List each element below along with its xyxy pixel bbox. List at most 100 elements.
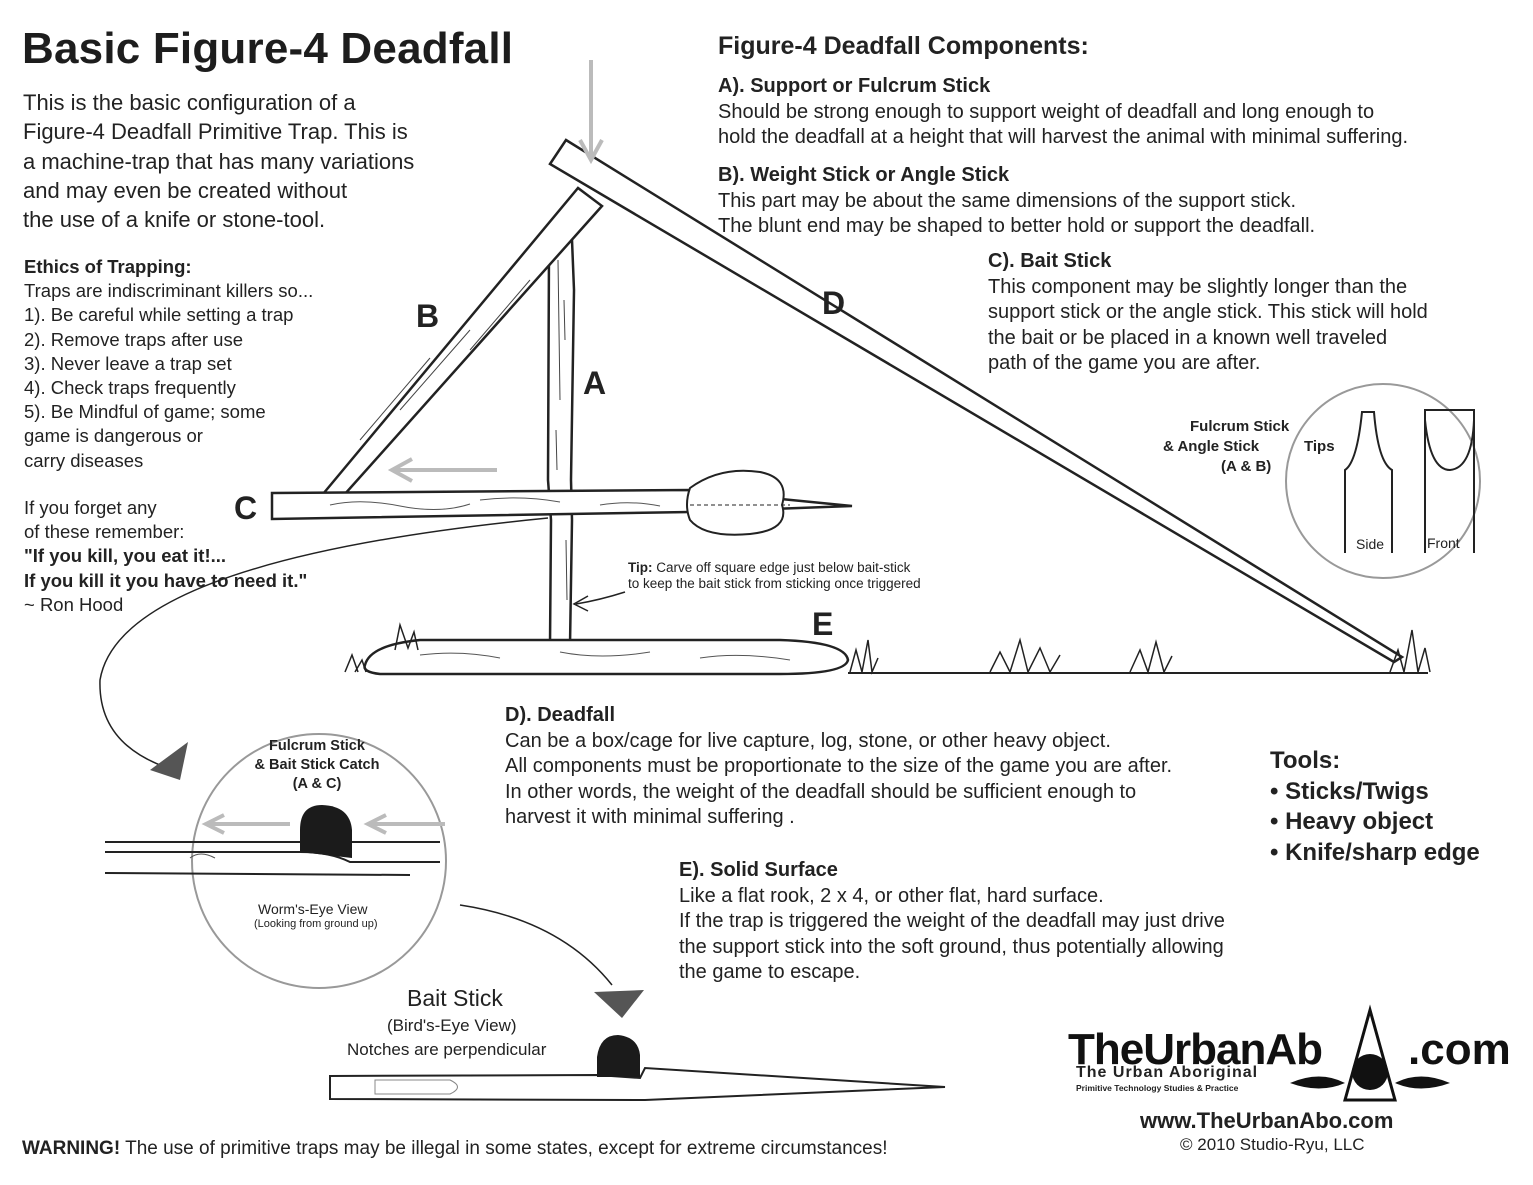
catch-circle bbox=[191, 733, 447, 989]
left-arrow-icon bbox=[387, 457, 497, 483]
intro-paragraph: This is the basic configuration of a Fig… bbox=[23, 88, 473, 234]
tools-section: Tools: • Sticks/Twigs • Heavy object • K… bbox=[1270, 746, 1480, 868]
intro-line: and may even be created without bbox=[23, 177, 348, 203]
tip-arrow-icon bbox=[575, 591, 626, 605]
bait-stick-view: (Bird's-Eye View) bbox=[387, 1016, 517, 1035]
tools-title: Tools: bbox=[1270, 747, 1341, 774]
website-url: www.TheUrbanAbo.com bbox=[1140, 1108, 1394, 1133]
arrow-head-icon-2 bbox=[594, 990, 644, 1018]
tools-item: • Heavy object bbox=[1270, 808, 1434, 835]
bait-notch-icon bbox=[597, 1035, 640, 1077]
bait-stick-note: Notches are perpendicular bbox=[347, 1040, 547, 1059]
catch-line1: Fulcrum Stick bbox=[269, 738, 365, 754]
quote-line: "If you kill, you eat it!... bbox=[24, 545, 227, 567]
down-arrow-icon bbox=[578, 60, 604, 165]
intro-line: the use of a knife or stone-tool. bbox=[23, 207, 326, 233]
component-line: In other words, the weight of the deadfa… bbox=[505, 780, 1137, 803]
curve-arrow-1 bbox=[99, 517, 549, 766]
ethics-line: 1). Be careful while setting a trap bbox=[24, 304, 294, 326]
label-c: C bbox=[234, 490, 258, 526]
component-line: This component may be slightly longer th… bbox=[988, 275, 1408, 298]
component-line: Like a flat rook, 2 x 4, or other flat, … bbox=[679, 884, 1104, 907]
component-line: The blunt end may be shaped to better ho… bbox=[718, 215, 1316, 238]
intro-line: This is the basic configuration of a bbox=[23, 90, 356, 115]
worms-eye-sub: (Looking from ground up) bbox=[254, 918, 378, 930]
components-title: Figure-4 Deadfall Components: bbox=[718, 32, 1089, 60]
component-c-heading: C). Bait Stick bbox=[988, 250, 1112, 272]
catch-circle-title: Fulcrum Stick & Bait Stick Catch (A & C) bbox=[222, 737, 412, 794]
label-b: B bbox=[416, 298, 440, 334]
tip-label: Tip: bbox=[628, 560, 653, 575]
ethics-line: game is dangerous or bbox=[24, 425, 203, 447]
ethics-heading: Ethics of Trapping: bbox=[24, 256, 192, 277]
component-c: C). Bait Stick This component may be sli… bbox=[988, 249, 1428, 377]
page-title: Basic Figure-4 Deadfall bbox=[22, 24, 514, 73]
ethics-line: Traps are indiscriminant killers so... bbox=[24, 280, 314, 302]
component-line: the support stick into the soft ground, … bbox=[679, 935, 1224, 958]
label-a: A bbox=[583, 365, 607, 401]
grass-icons bbox=[344, 622, 1431, 675]
component-line: harvest it with minimal suffering . bbox=[505, 806, 795, 829]
component-e-heading: E). Solid Surface bbox=[679, 859, 838, 881]
intro-line: Figure-4 Deadfall Primitive Trap. This i… bbox=[23, 119, 408, 145]
component-line: Can be a box/cage for live capture, log,… bbox=[505, 729, 1111, 752]
arrow-head-icon bbox=[150, 742, 188, 780]
logo-subtitle: The Urban Aboriginal bbox=[1076, 1064, 1259, 1081]
logo-text: TheUrbanAb bbox=[1068, 1025, 1323, 1074]
component-b: B). Weight Stick or Angle Stick This par… bbox=[718, 163, 1315, 240]
tips-circle-line3: (A & B) bbox=[1221, 458, 1272, 475]
component-line: If the trap is triggered the weight of t… bbox=[679, 910, 1225, 933]
front-tip-icon bbox=[1424, 409, 1475, 553]
worms-eye-label: Worm's-Eye View bbox=[258, 901, 368, 917]
solid-surface-e bbox=[363, 638, 850, 676]
logo-figure-icon bbox=[1290, 1004, 1450, 1102]
side-label: Side bbox=[1356, 536, 1385, 552]
component-line: support stick or the angle stick. This s… bbox=[988, 301, 1428, 324]
catch-notch-icon bbox=[300, 805, 352, 858]
deadfall-board bbox=[548, 138, 1405, 664]
logo-subtitle-small: Primitive Technology Studies & Practice bbox=[1076, 1083, 1239, 1093]
label-e: E bbox=[812, 606, 834, 642]
front-label: Front bbox=[1427, 535, 1460, 551]
component-line: This part may be about the same dimensio… bbox=[718, 189, 1297, 212]
component-line: All components must be proportionate to … bbox=[505, 755, 1173, 778]
label-d: D bbox=[822, 285, 846, 321]
ethics-line: carry diseases bbox=[24, 449, 144, 471]
tools-item: • Sticks/Twigs bbox=[1270, 777, 1429, 805]
tips-circle-title: Fulcrum Stick bbox=[1190, 418, 1290, 435]
tip-line1: Carve off square edge just below bait-st… bbox=[652, 560, 911, 575]
component-line: hold the deadfall at a height that will … bbox=[718, 126, 1409, 149]
copyright: © 2010 Studio-Ryu, LLC bbox=[1180, 1135, 1365, 1154]
bait-stick-title: Bait Stick bbox=[407, 985, 503, 1011]
tip-line2: to keep the bait stick from sticking onc… bbox=[628, 576, 921, 591]
component-b-heading: B). Weight Stick or Angle Stick bbox=[718, 164, 1010, 186]
component-a: A). Support or Fulcrum Stick Should be s… bbox=[718, 74, 1408, 151]
ethics-line: 5). Be Mindful of game; some bbox=[24, 401, 266, 423]
component-e: E). Solid Surface Like a flat rook, 2 x … bbox=[679, 858, 1225, 986]
intro-line: a machine-trap that has many variations bbox=[23, 148, 415, 174]
quote-attribution: ~ Ron Hood bbox=[24, 593, 124, 615]
quote-line: If you kill it you have to need it." bbox=[24, 569, 308, 591]
component-d-heading: D). Deadfall bbox=[505, 704, 616, 726]
remember-line: of these remember: bbox=[24, 521, 185, 543]
tools-item: • Knife/sharp edge bbox=[1270, 838, 1480, 866]
remember-section: If you forget any of these remember: "If… bbox=[24, 496, 307, 617]
component-line: Should be strong enough to support weigh… bbox=[718, 100, 1375, 123]
component-line: path of the game you are after. bbox=[988, 352, 1261, 375]
tip-note: Tip: Carve off square edge just below ba… bbox=[628, 560, 910, 575]
side-tip-icon bbox=[1344, 411, 1393, 553]
tips-circle-line2: & Angle Stick bbox=[1163, 438, 1260, 455]
ethics-line: 4). Check traps frequently bbox=[24, 377, 236, 399]
bait-icon bbox=[686, 469, 785, 536]
support-stick-a bbox=[546, 230, 576, 647]
remember-line: If you forget any bbox=[24, 497, 157, 518]
ethics-line: 3). Never leave a trap set bbox=[24, 352, 232, 374]
curve-arrow-2 bbox=[459, 904, 613, 986]
component-line: the bait or be placed in a known well tr… bbox=[988, 326, 1388, 349]
catch-line3: (A & C) bbox=[292, 776, 342, 792]
component-a-heading: A). Support or Fulcrum Stick bbox=[718, 75, 991, 97]
warning-label: WARNING! bbox=[22, 1138, 121, 1159]
warning-text: The use of primitive traps may be illega… bbox=[120, 1138, 888, 1159]
warning-note: WARNING! The use of primitive traps may … bbox=[22, 1138, 888, 1160]
